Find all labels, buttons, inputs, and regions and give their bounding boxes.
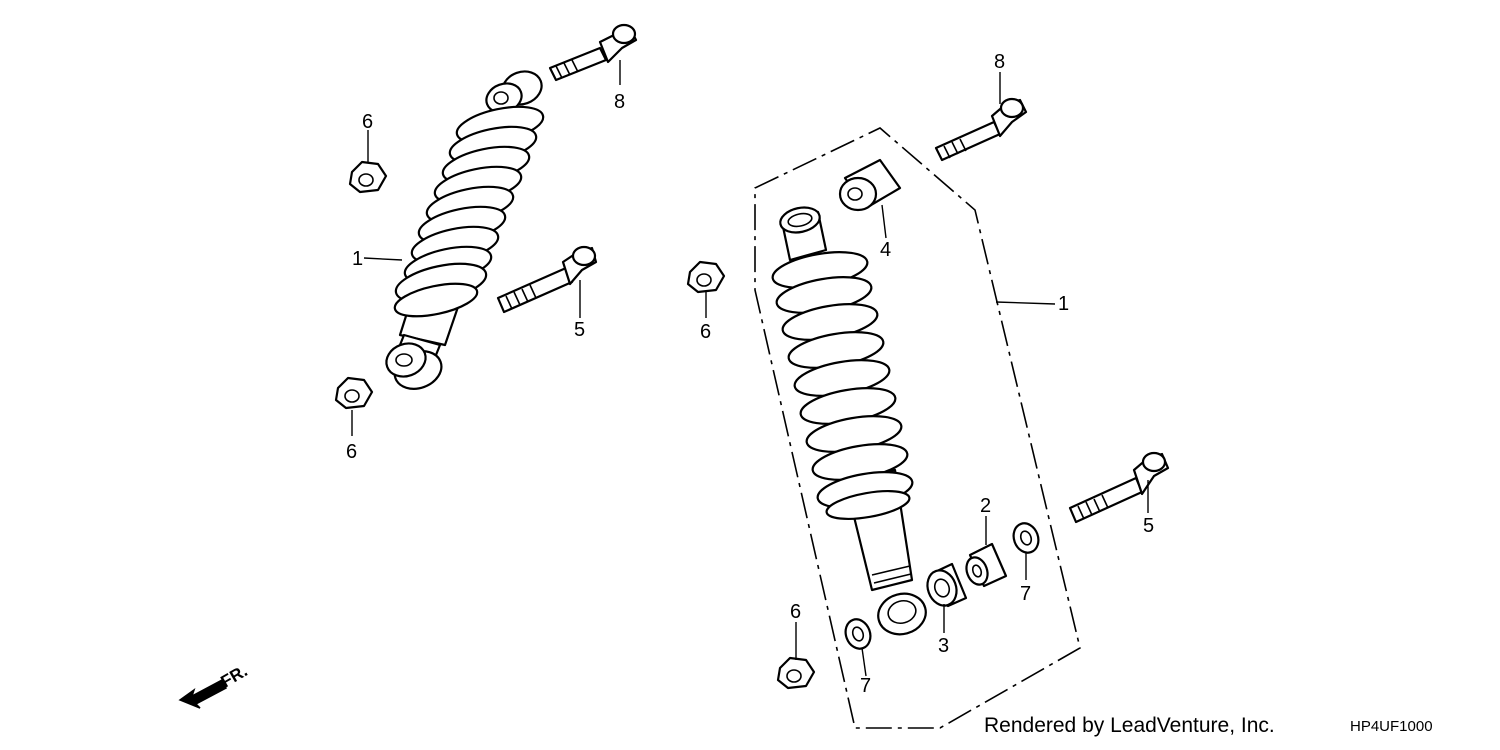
front-arrow-icon xyxy=(178,678,227,709)
right-leader-lines xyxy=(705,72,1149,677)
right-lower-bolt[interactable] xyxy=(1068,451,1170,524)
callout-right-4: 4 xyxy=(880,239,891,261)
diagram-code: HP4UF1000 xyxy=(1350,718,1433,735)
left-leader-lines xyxy=(351,60,621,436)
callout-right-7-b: 7 xyxy=(860,675,871,697)
right-upper-bolt[interactable] xyxy=(934,97,1028,162)
credit-text: Rendered by LeadVenture, Inc. xyxy=(984,714,1275,737)
collar-part-2[interactable] xyxy=(963,542,1008,588)
right-upper-nut[interactable] xyxy=(686,260,726,294)
washer-left[interactable] xyxy=(842,616,875,652)
callout-left-8: 8 xyxy=(614,91,625,113)
front-direction-indicator: FR. xyxy=(178,661,251,709)
left-lower-bolt[interactable] xyxy=(496,245,598,314)
washer-right[interactable] xyxy=(1010,520,1043,556)
callout-right-8: 8 xyxy=(994,51,1005,73)
right-lower-nut[interactable] xyxy=(776,656,816,690)
left-upper-nut[interactable] xyxy=(348,160,388,194)
callout-right-5: 5 xyxy=(1143,515,1154,537)
left-upper-bushing xyxy=(485,70,543,114)
left-shock-absorber[interactable] xyxy=(382,66,547,395)
left-lower-nut[interactable] xyxy=(334,376,374,410)
callout-right-2: 2 xyxy=(980,495,991,517)
right-upper-eye xyxy=(779,206,828,262)
callout-left-5: 5 xyxy=(574,319,585,341)
callout-right-6-lower: 6 xyxy=(790,601,801,623)
callout-right-7-a: 7 xyxy=(1020,583,1031,605)
callout-right-1: 1 xyxy=(1058,293,1069,315)
left-lower-eye xyxy=(385,342,443,390)
callout-right-6-upper: 6 xyxy=(700,321,711,343)
right-coil-spring xyxy=(771,251,914,520)
right-lower-eye xyxy=(877,592,927,636)
callout-left-6-lower: 6 xyxy=(346,441,357,463)
callout-right-3: 3 xyxy=(938,635,949,657)
callout-left-6-upper: 6 xyxy=(362,111,373,133)
bearing-part-3[interactable] xyxy=(923,562,968,610)
upper-bushing-part-4[interactable] xyxy=(838,158,902,212)
right-shock-absorber[interactable] xyxy=(770,204,930,639)
callout-numbers: 1 8 6 6 5 8 4 1 6 2 5 7 3 6 7 xyxy=(346,51,1154,697)
left-coil-spring xyxy=(393,105,545,318)
left-upper-bolt[interactable] xyxy=(548,23,638,82)
callout-left-1: 1 xyxy=(352,248,363,270)
assembly-boundary xyxy=(754,127,1081,729)
